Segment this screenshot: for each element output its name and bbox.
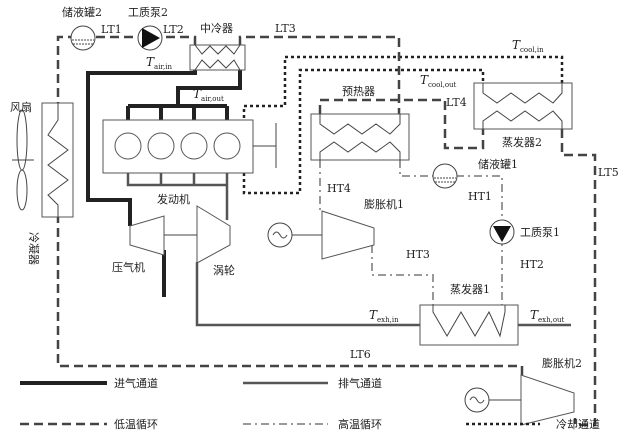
evaporator2-coil: [482, 83, 563, 129]
low-temp-loop-lt4: [318, 98, 485, 150]
tank2-icon: [70, 25, 96, 51]
generator1-icon: [267, 222, 293, 248]
low-temp-loop-main: [238, 35, 401, 114]
tank1-icon: [432, 163, 458, 189]
pump1-icon: [489, 219, 515, 245]
label-lt6: LT6: [350, 348, 371, 361]
expander2: [520, 374, 575, 426]
label-condenser: 冷凝器: [27, 232, 41, 265]
intercooler: [189, 44, 246, 71]
high-temp-loop-ht3: [371, 245, 434, 305]
generator2-icon: [464, 387, 490, 413]
cylinders: [114, 132, 241, 160]
label-t-exh-out: Texh,out: [530, 308, 565, 324]
label-evaporator2: 蒸发器2: [502, 135, 542, 149]
preheater-coil: [319, 114, 401, 160]
label-preheater: 预热器: [342, 85, 375, 98]
legend-cooling-label: 冷却通道: [556, 417, 600, 431]
legend-intake-label: 进气通道: [114, 376, 158, 390]
label-pump2: 工质泵2: [128, 6, 168, 19]
crankshaft: [253, 123, 277, 168]
label-lt4: LT4: [446, 96, 467, 109]
exhaust-to-evaporator1: [195, 262, 571, 327]
low-temp-loop-lt5: [560, 129, 597, 427]
label-tank2: 储液罐2: [62, 5, 102, 19]
condenser-coil: [47, 103, 69, 217]
label-ht2: HT2: [520, 258, 544, 271]
label-pump1: 工质泵1: [520, 226, 560, 239]
label-t-cool-out: Tcool,out: [420, 73, 457, 89]
pump2-icon: [137, 25, 163, 51]
intake-path-in: [86, 70, 197, 226]
label-t-cool-in: Tcool,in: [512, 38, 544, 54]
label-turbine: 涡轮: [213, 263, 235, 277]
preheater: [310, 113, 410, 161]
legend-lowtemp-label: 低温循环: [114, 418, 158, 431]
label-tank1: 储液罐1: [478, 157, 518, 171]
label-intercooler: 中冷器: [200, 22, 233, 35]
intercooler-coil: [194, 44, 241, 71]
label-lt5: LT5: [598, 166, 619, 179]
fan-icon: [12, 109, 34, 211]
label-ht1: HT1: [468, 190, 492, 203]
legend-hightemp-label: 高温循环: [338, 417, 382, 431]
label-compressor: 压气机: [112, 260, 145, 274]
label-lt2: LT2: [163, 23, 184, 36]
label-ht4: HT4: [327, 182, 351, 195]
turbine: [196, 205, 231, 264]
evaporator1-coil: [432, 305, 506, 338]
evaporator2: [473, 82, 573, 130]
expander1: [321, 210, 375, 260]
label-t-exh-in: Texh,in: [369, 308, 399, 324]
legend-exhaust-label: 排气通道: [338, 376, 382, 390]
label-t-air-out: Tair,out: [193, 87, 224, 103]
label-expander1: 膨胀机1: [364, 197, 404, 211]
label-lt3: LT3: [275, 22, 296, 35]
label-fan: 风扇: [10, 100, 32, 114]
condenser: [41, 102, 74, 218]
compressor: [129, 215, 165, 256]
label-evaporator1: 蒸发器1: [450, 282, 490, 296]
legend: 进气通道 排气通道 低温循环 高温循环 冷却通道: [20, 376, 600, 431]
label-expander2: 膨胀机2: [542, 356, 582, 370]
label-lt1: LT1: [101, 23, 122, 36]
label-ht3: HT3: [406, 248, 430, 261]
label-engine: 发动机: [157, 192, 190, 206]
cooling-channel-inner: [242, 68, 485, 195]
label-t-air-in: Tair,in: [146, 55, 172, 71]
